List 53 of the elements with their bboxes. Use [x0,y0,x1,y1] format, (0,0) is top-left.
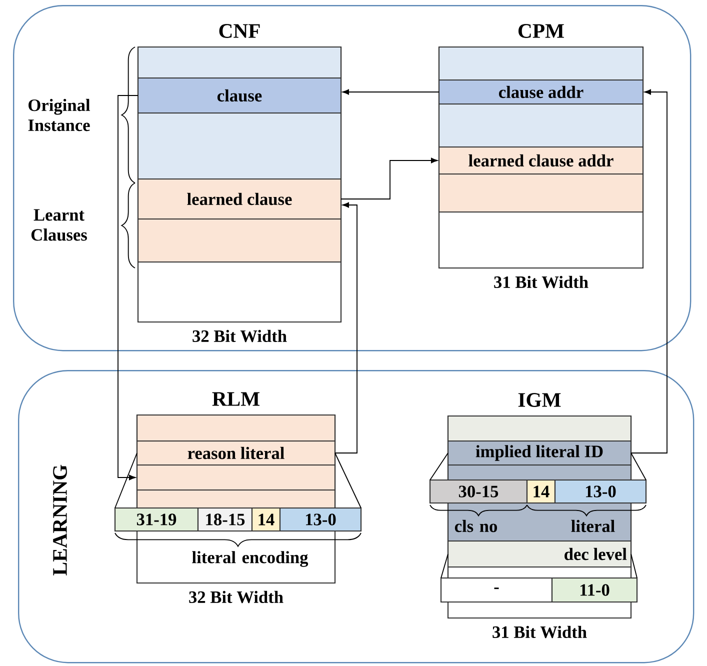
section-panel [13,5,692,352]
bit-field: 13-0 [554,479,647,504]
memory-row [438,46,644,81]
expansion-line [334,452,362,508]
brace-label: cls no [454,520,497,532]
block-title: CNF [219,24,260,38]
expansion-line [630,554,638,578]
arrow [118,95,138,480]
bit-field: - [440,577,553,603]
expansion-line [630,452,646,480]
bit-field: 14 [526,479,556,504]
block-title: IGM [518,393,561,407]
width-label: 31 Bit Width [494,276,588,288]
expansion-line [430,452,448,480]
arrow [342,89,440,95]
arrow [630,89,668,454]
brace-label: Original Instance [28,98,90,132]
block-title: CPM [518,24,564,38]
expansion-line [440,554,448,578]
width-label: 31 Bit Width [492,626,587,638]
memory-row: implied literal ID [447,440,632,466]
memory-row [438,103,644,148]
width-label: 32 Bit Width [192,330,287,342]
memory-row [136,414,336,442]
memory-row: learned clause [137,178,342,220]
section-label: LEARNING [53,464,67,576]
bit-field: 13-0 [279,507,362,532]
memory-row [136,489,336,509]
width-label: 32 Bit Width [189,590,284,604]
bit-field: 18-15 [197,507,253,532]
arrow [334,202,358,454]
bit-field: 14 [251,507,281,532]
memory-row [438,173,644,213]
memory-row [447,415,632,442]
memory-row [136,464,336,491]
memory-row: clause addr [438,79,644,105]
arrow [340,158,438,200]
memory-row: clause [137,77,342,114]
memory-row: reason literal [136,440,336,466]
memory-row [137,112,342,180]
memory-row [137,218,342,263]
bit-field: 30-15 [429,479,528,504]
bit-field: 31-19 [114,507,199,532]
expansion-line [114,452,138,508]
bit-field: 11-0 [551,577,638,603]
memory-row [447,566,632,579]
brace-label: literal encoding [192,551,308,567]
memory-row: learned clause addr [438,146,644,175]
brace-label: Learnt Clauses [31,209,87,241]
block-title: RLM [212,392,260,406]
memory-row: dec level [447,540,632,568]
brace-label: literal [571,520,615,532]
memory-row [137,46,342,79]
